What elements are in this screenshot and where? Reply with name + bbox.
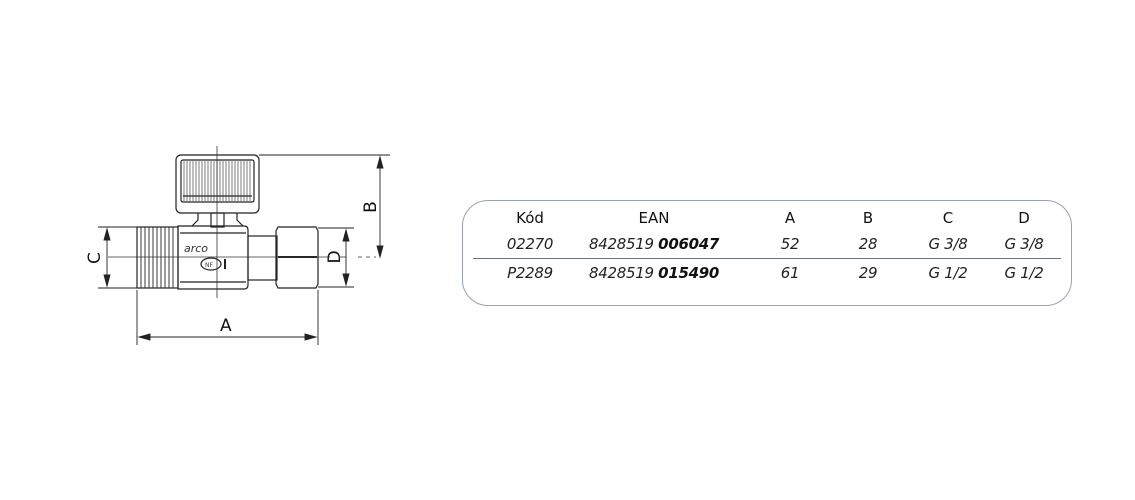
cell-ean: 8428519 006047 bbox=[588, 235, 720, 253]
dimension-c bbox=[98, 226, 137, 289]
header-d: D bbox=[1018, 209, 1030, 227]
cell-c: G 3/8 bbox=[928, 235, 968, 253]
header-c: C bbox=[942, 209, 954, 227]
valve-body: arco NF bbox=[177, 225, 249, 290]
dim-label-a: A bbox=[220, 316, 232, 336]
dim-label-b: B bbox=[361, 201, 381, 213]
cell-d: G 3/8 bbox=[1004, 235, 1044, 253]
svg-text:NF: NF bbox=[205, 262, 213, 269]
dim-label-d: D bbox=[325, 250, 345, 263]
cell-ean: 8428519 015490 bbox=[588, 264, 720, 282]
cell-code: 02270 bbox=[506, 235, 554, 253]
valve-drawing: arco NF bbox=[85, 146, 390, 345]
cell-d: G 1/2 bbox=[1004, 264, 1044, 282]
header-b: B bbox=[862, 209, 874, 227]
header-a: A bbox=[784, 209, 796, 227]
brand-logo: arco bbox=[184, 242, 208, 255]
cell-c: G 1/2 bbox=[928, 264, 968, 282]
union-nut bbox=[247, 226, 319, 289]
handle bbox=[175, 154, 260, 228]
table-header: Kód EAN A B C D bbox=[463, 209, 1071, 233]
cell-code: P2289 bbox=[507, 264, 553, 282]
cell-a: 61 bbox=[780, 264, 800, 282]
cell-b: 28 bbox=[858, 235, 878, 253]
male-thread-end bbox=[136, 226, 179, 289]
dimension-d bbox=[318, 227, 354, 288]
dimension-b bbox=[259, 154, 390, 259]
header-code: Kód bbox=[516, 209, 544, 227]
table-row: P2289 8428519 015490 61 29 G 1/2 G 1/2 bbox=[463, 264, 1071, 288]
cell-b: 29 bbox=[858, 264, 878, 282]
spec-table: Kód EAN A B C D 02270 8428519 006047 52 … bbox=[462, 200, 1072, 306]
row-separator bbox=[473, 258, 1061, 259]
dim-label-c: C bbox=[85, 252, 105, 264]
header-ean: EAN bbox=[638, 209, 670, 227]
cell-a: 52 bbox=[780, 235, 800, 253]
dimension-a bbox=[136, 290, 319, 345]
table-row: 02270 8428519 006047 52 28 G 3/8 G 3/8 bbox=[463, 235, 1071, 259]
